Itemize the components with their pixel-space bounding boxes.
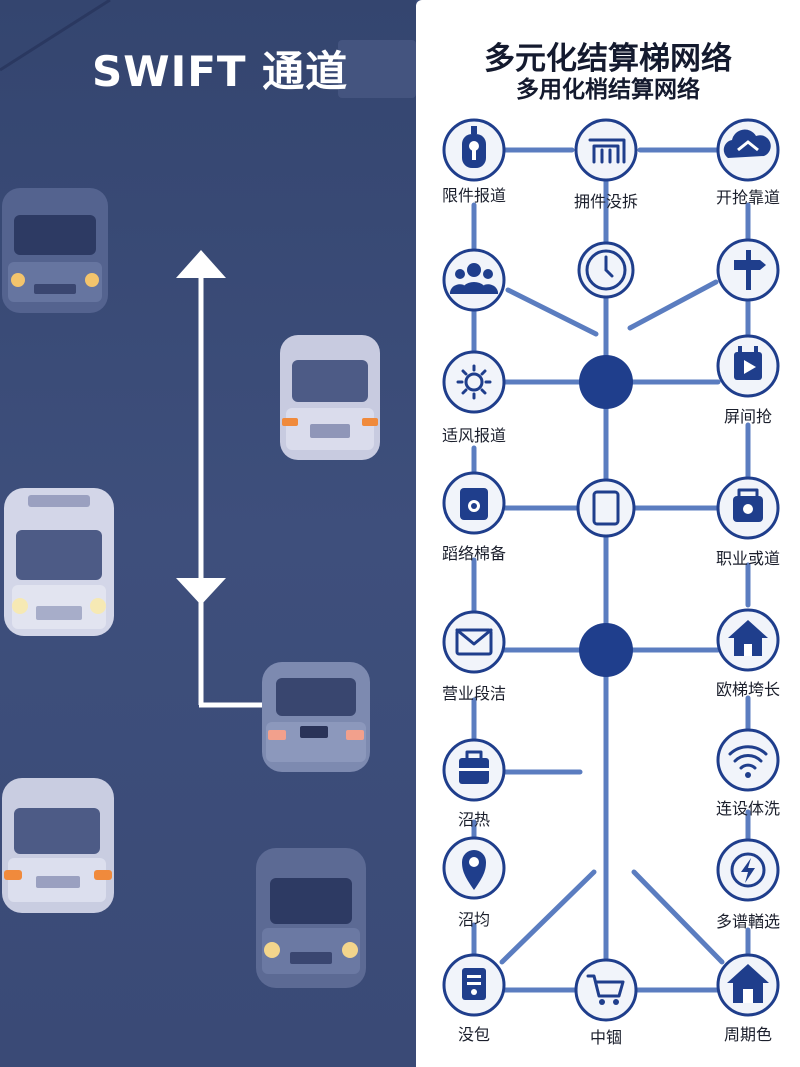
node-label: 屏间抢 [723, 407, 772, 426]
node-label: 没包 [457, 1025, 490, 1044]
cloud-icon [716, 118, 780, 182]
node-label: 连设体洗 [715, 799, 780, 818]
node-label: 多谱輶选 [715, 912, 780, 931]
network-diagram: .edge { stroke: #5b7dc0; stroke-width: 5… [442, 118, 780, 1022]
node-label: 周期色 [723, 1025, 772, 1044]
camera-icon [442, 471, 506, 535]
node-label: 中锢 [589, 1028, 622, 1047]
node-label: 欧梯垮长 [715, 680, 780, 699]
clock-icon [577, 241, 635, 299]
network-title: 多元化结算梯网络 [484, 41, 732, 77]
network-hub [579, 355, 633, 409]
cart-icon [574, 958, 638, 1022]
sun-icon [442, 350, 506, 414]
node-label: 沼均 [457, 910, 490, 929]
network-hub [579, 623, 633, 677]
swift-channel-panel: SWIFT 通道 [0, 0, 416, 1067]
node-label: 职业或道 [715, 549, 780, 568]
lock-icon [442, 118, 506, 182]
node-label: 蹈络棉备 [441, 544, 506, 563]
settlement-network-panel: 多元化结算梯网络 多用化梢结算网络 .edge { stroke: #5b7dc… [416, 0, 800, 1067]
home-icon [716, 608, 780, 672]
car-bottom-right [256, 848, 366, 988]
document-icon [442, 953, 506, 1017]
briefcase-icon [442, 738, 506, 802]
pin-icon [442, 836, 506, 900]
car-right-upper [280, 335, 380, 460]
car-bottom-left [2, 778, 114, 913]
tablet-icon [576, 478, 636, 538]
swift-channel-title: SWIFT 通道 [92, 47, 349, 96]
node-label: 适风报道 [441, 426, 506, 445]
node-label: 限件报道 [441, 186, 506, 205]
lane-change-arrow [176, 250, 262, 708]
house-icon [716, 953, 780, 1017]
bolt-icon [716, 838, 780, 902]
mail-icon [442, 610, 506, 674]
signpost-icon [716, 238, 780, 302]
car-left-middle [4, 488, 114, 636]
building-icon [574, 118, 638, 182]
overhead-sign [338, 40, 416, 98]
car-rear-view [262, 662, 370, 772]
node-label: 开抢靠道 [715, 188, 780, 207]
node-label: 营业段洁 [441, 684, 506, 703]
highway-illustration [0, 0, 416, 988]
users-icon [442, 248, 506, 312]
node-label: 拥件没拆 [573, 192, 638, 211]
node-label: 沼热 [457, 810, 490, 829]
car-top-left [2, 188, 108, 313]
network-subtitle: 多用化梢结算网络 [516, 77, 700, 103]
wifi-icon [716, 728, 780, 792]
calendar-icon [716, 334, 780, 398]
bag-icon [716, 476, 780, 540]
